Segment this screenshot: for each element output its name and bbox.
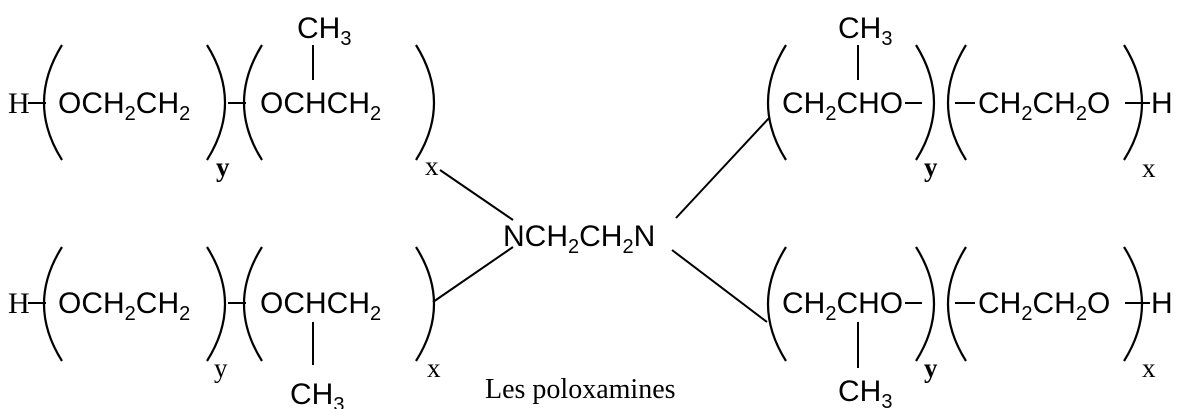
left-bottom-paren-2-close (415, 246, 436, 362)
left-top-unit1: OCH2CH2 (58, 87, 190, 125)
left-top-paren-2-open (242, 44, 263, 161)
left-bottom-paren-1-close (206, 246, 227, 362)
diagram-caption: Les poloxamines (485, 374, 676, 405)
right-top-n-bond (675, 116, 771, 219)
ethylenediamine-core: NCH2CH2N (503, 220, 655, 258)
right-bottom-paren-1-open (766, 246, 787, 362)
left-bottom-unit2: OCHCH2 (260, 287, 381, 325)
left-top-branch: CH3 (297, 12, 351, 50)
right-bottom-unit2: CH2CH2O (978, 287, 1110, 325)
right-top-unit1: CH2CHO (782, 87, 903, 125)
right-top-paren-1-open (766, 44, 787, 161)
right-bottom-arm: CH2CHO CH3 y CH2CH2O H x (671, 246, 1173, 409)
left-top-h: H (8, 87, 30, 120)
left-top-paren-2-close (415, 44, 436, 161)
right-bottom-paren-1-close (915, 246, 936, 362)
right-top-index-y: y (924, 152, 938, 182)
core-label: NCH2CH2N (503, 220, 655, 258)
right-bottom-n-bond (671, 249, 768, 323)
left-bottom-paren-2-open (242, 246, 263, 362)
left-bottom-index-y: y (214, 353, 228, 383)
left-bottom-index-x: x (427, 353, 441, 383)
right-bottom-paren-2-open (946, 246, 967, 362)
right-top-paren-1-close (915, 44, 936, 161)
right-top-index-x: x (1142, 153, 1156, 183)
right-top-unit2: CH2CH2O (978, 87, 1110, 125)
left-bottom-h: H (8, 287, 30, 320)
right-top-arm: CH2CHO CH3 y CH2CH2O H x (675, 12, 1173, 219)
right-bottom-index-y: y (924, 353, 938, 383)
right-top-branch: CH3 (838, 12, 892, 50)
right-top-paren-2-open (946, 44, 967, 161)
left-bottom-branch: CH3 (290, 378, 344, 409)
left-top-index-x: x (425, 151, 439, 181)
left-top-paren-1-open (42, 44, 63, 161)
left-top-unit2: OCHCH2 (260, 87, 381, 125)
right-top-h: H (1151, 87, 1173, 120)
left-top-paren-1-close (206, 44, 227, 161)
left-bottom-unit1: OCH2CH2 (58, 287, 190, 325)
left-bottom-paren-1-open (42, 246, 63, 362)
left-bottom-n-bond (432, 246, 514, 303)
left-top-arm: H OCH2CH2 y OCHCH2 CH3 x (8, 12, 514, 221)
left-top-n-bond (439, 169, 514, 221)
right-bottom-unit1: CH2CHO (782, 287, 903, 325)
right-bottom-index-x: x (1142, 353, 1156, 383)
left-top-index-y: y (216, 152, 230, 182)
left-bottom-arm: H OCH2CH2 y OCHCH2 CH3 x (8, 246, 514, 409)
right-bottom-branch: CH3 (838, 375, 892, 409)
right-bottom-h: H (1151, 287, 1173, 320)
